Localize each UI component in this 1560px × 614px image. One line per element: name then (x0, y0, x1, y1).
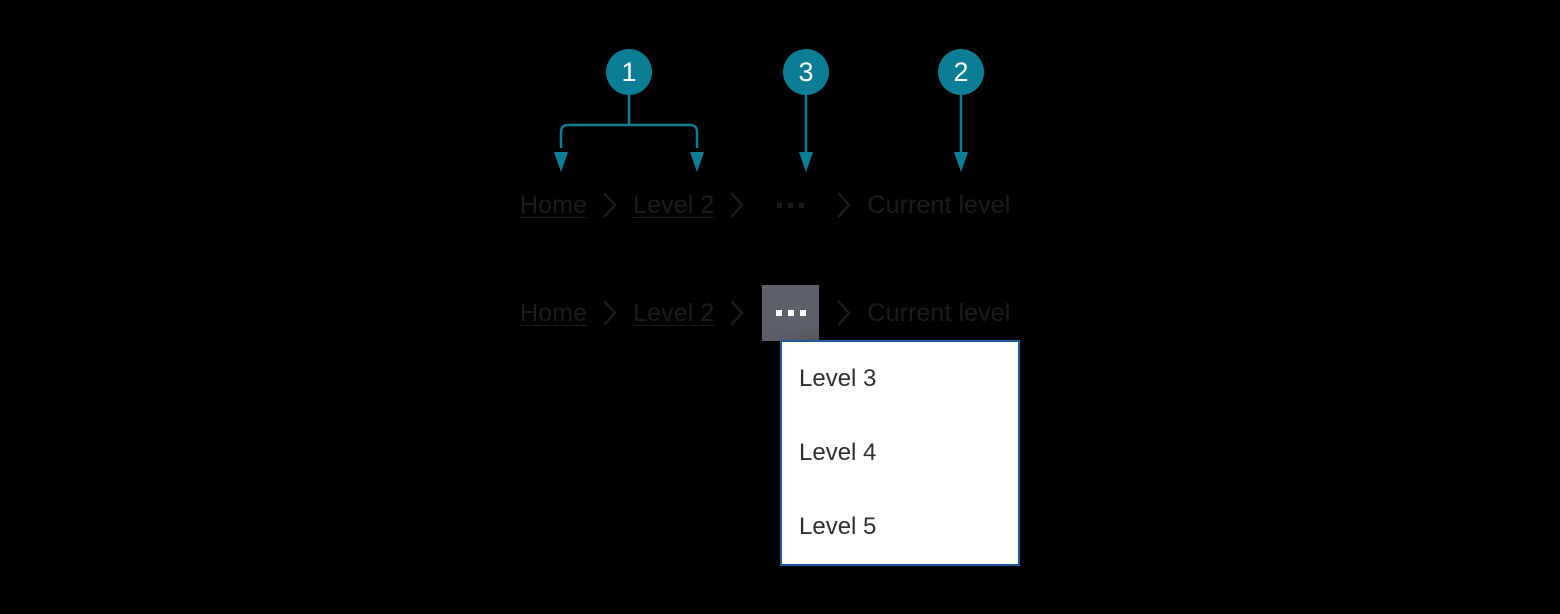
menu-item-level-3[interactable]: Level 3 (799, 365, 877, 392)
chevron-right-icon (593, 296, 627, 330)
callout-badge-2: 2 (938, 49, 984, 95)
chevron-right-icon (593, 188, 627, 222)
callout-3-connector (799, 94, 813, 172)
callout-badge-3: 3 (783, 49, 829, 95)
breadcrumb-current-level: Current level (867, 298, 1011, 327)
chevron-right-icon (720, 296, 754, 330)
callout-badge-2-label: 2 (953, 57, 968, 87)
callout-2-connector (954, 94, 968, 172)
breadcrumb-link-level-2[interactable]: Level 2 (633, 298, 715, 327)
breadcrumb-link-level-2[interactable]: Level 2 (633, 190, 715, 219)
breadcrumb-resting: Home Level 2 Current level (520, 185, 1010, 225)
chevron-right-icon (827, 188, 861, 222)
overflow-menu-container: Level 3 Level 4 Level 5 (754, 332, 1046, 594)
overflow-menu: Level 3 Level 4 Level 5 (780, 340, 1020, 566)
callout-badge-1: 1 (606, 49, 652, 95)
menu-item-level-5[interactable]: Level 5 (799, 513, 877, 540)
breadcrumb-link-home[interactable]: Home (520, 298, 588, 327)
breadcrumb-menu-open: Home Level 2 Current level (520, 285, 1011, 341)
ellipsis-icon (777, 202, 805, 208)
callout-1-connector (554, 94, 704, 172)
chevron-right-icon (827, 296, 861, 330)
breadcrumb-link-home[interactable]: Home (520, 190, 588, 219)
callout-badge-1-label: 1 (621, 57, 636, 87)
menu-item-level-4[interactable]: Level 4 (799, 439, 877, 466)
breadcrumb-overflow-button-active[interactable] (762, 285, 820, 341)
breadcrumb-current-level: Current level (867, 190, 1011, 219)
ellipsis-icon (775, 310, 806, 316)
callout-badge-3-label: 3 (798, 57, 813, 87)
breadcrumb-overflow-button[interactable] (762, 185, 819, 225)
chevron-right-icon (720, 188, 754, 222)
